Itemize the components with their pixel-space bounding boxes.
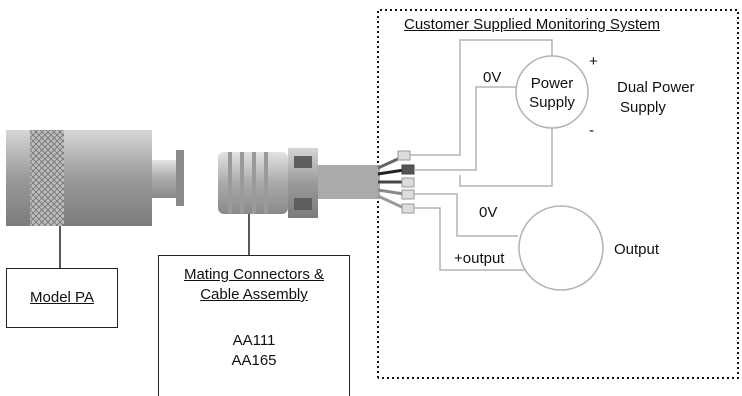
part-number-aa111: AA111: [232, 332, 276, 349]
power-supply-circle: [515, 55, 589, 129]
model-pa-box: Model PA: [6, 268, 118, 328]
power-supply-plus-terminal: +: [589, 53, 598, 70]
model-pa-label: Model PA: [30, 289, 94, 306]
mating-connectors-box: Mating Connectors & Cable Assembly AA111…: [158, 255, 350, 396]
model-pa-sensor: [6, 130, 184, 268]
power-supply-label-line1: Power: [530, 75, 574, 92]
dual-power-supply-label-line2: Supply: [620, 99, 666, 116]
part-number-aa165: AA165: [231, 352, 277, 369]
power-supply-zero-v-label: 0V: [483, 69, 502, 86]
wiring-lines: [410, 39, 553, 271]
cable-wires: [377, 150, 415, 214]
output-label: Output: [614, 241, 660, 258]
output-circle: [518, 205, 604, 291]
power-supply-minus-terminal: -: [589, 122, 594, 139]
output-zero-v-label: 0V: [479, 204, 498, 221]
mating-connectors-title-line1: Mating Connectors &: [183, 266, 325, 283]
mating-connectors-title-line2: Cable Assembly: [200, 286, 308, 303]
power-supply-label-line2: Supply: [529, 94, 575, 111]
monitoring-system-boundary: [377, 9, 739, 379]
monitoring-system-title: Customer Supplied Monitoring System: [404, 16, 660, 33]
plus-output-label: +output: [454, 250, 505, 267]
wiring-diagram: [6, 9, 739, 379]
dual-power-supply-label-line1: Dual Power: [617, 79, 695, 96]
mating-connector: [218, 148, 380, 255]
